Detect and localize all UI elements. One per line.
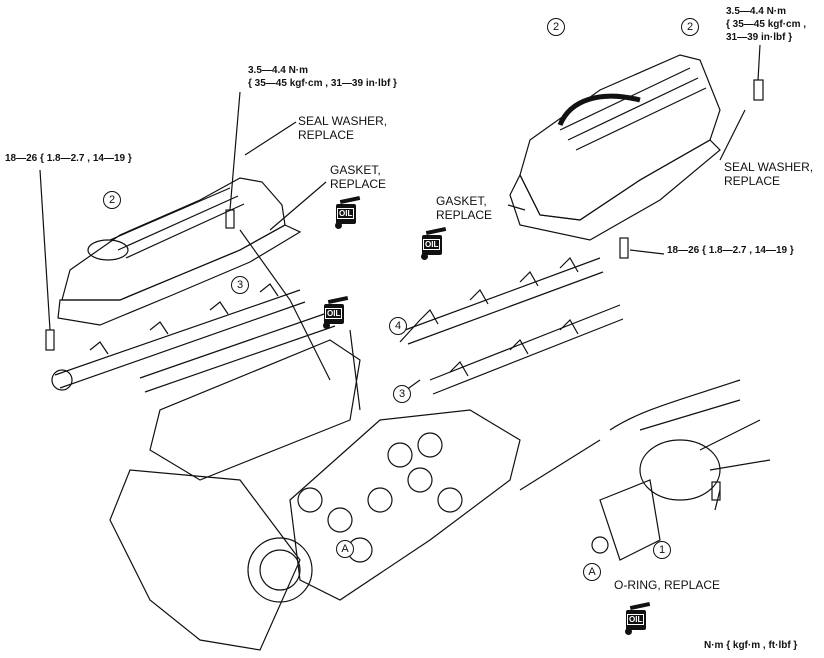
right-seal-washer-replace-label: REPLACE: [724, 174, 781, 188]
right-cover-bolt-torque-kgfcm: { 35—45 kgf·cm ,: [726, 19, 807, 30]
right-cylinder-head: [247, 409, 521, 603]
right-gasket-replace-label: REPLACE: [436, 208, 493, 222]
bolts-and-leader-lines: [39, 44, 764, 511]
right-cover-bolt-torque-inlbf: 31—39 in·lbf }: [726, 32, 793, 43]
callout-2-right-cover-a: 2: [547, 18, 565, 36]
left-gasket-replace-label: REPLACE: [330, 177, 387, 191]
right-gasket-label: GASKET,: [436, 194, 487, 208]
left-cylinder-head: [109, 339, 361, 651]
oil-can-icon: OIL: [322, 294, 350, 329]
left-seal-washer-label: SEAL WASHER,: [298, 114, 388, 128]
right-seal-washer-label: SEAL WASHER,: [724, 160, 814, 174]
callout-4: 4: [389, 317, 407, 335]
units-legend: N·m { kgf·m , ft·lbf }: [704, 640, 798, 651]
callout-3-left-rocker: 3: [231, 276, 249, 294]
left-cover-bolt-torque: 3.5—4.4 N·m: [248, 65, 309, 76]
right-camshaft-assembly: [404, 257, 624, 395]
callout-a-oring: A: [583, 563, 601, 581]
right-bolt-torque: 18—26 { 1.8—2.7 , 14—19 }: [667, 245, 794, 256]
oil-can-icon: OIL: [624, 600, 652, 635]
left-gasket-label: GASKET,: [330, 163, 381, 177]
callout-1-distributor: 1: [653, 541, 671, 559]
left-bolt-torque: 18—26 { 1.8—2.7 , 14—19 }: [5, 153, 132, 164]
callout-2-left-cover: 2: [103, 191, 121, 209]
oil-can-icon: OIL: [334, 194, 362, 229]
callout-2-right-cover-b: 2: [681, 18, 699, 36]
left-camshaft-assembly: [51, 283, 336, 393]
distributor: [519, 379, 771, 561]
left-seal-washer-replace-label: REPLACE: [298, 128, 355, 142]
oring-replace-label: O-RING, REPLACE: [614, 578, 721, 592]
left-cover-bolt-torque-alt-units: { 35—45 kgf·cm , 31—39 in·lbf }: [248, 78, 397, 89]
left-valve-cover: [57, 177, 302, 326]
callout-3-right-rocker: 3: [393, 385, 411, 403]
callout-a-head: A: [336, 540, 354, 558]
oil-can-icon: OIL: [420, 225, 448, 260]
right-valve-cover: [509, 54, 721, 241]
right-cover-bolt-torque: 3.5—4.4 N·m: [726, 6, 787, 17]
